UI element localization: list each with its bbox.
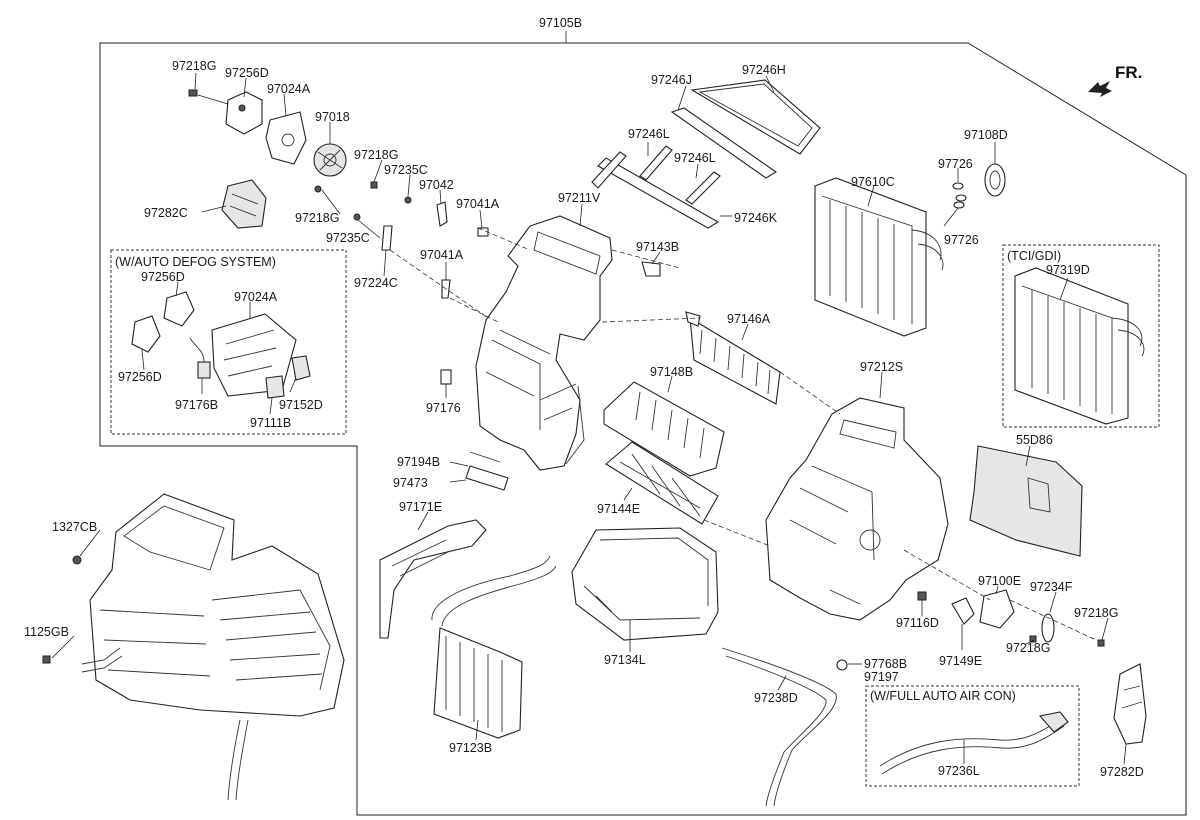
full-auto-group-box — [865, 685, 1080, 787]
part-label: 97149E — [939, 654, 982, 668]
vent-actuator-part — [221, 179, 267, 229]
drain-hose-part — [721, 647, 837, 807]
part-label: 97024A — [267, 82, 311, 96]
part-label: 97319D — [1046, 263, 1090, 277]
aspirator-hose-part — [836, 659, 1069, 775]
part-label: 97246K — [734, 211, 778, 225]
tci-gdi-group-title: (TCI/GDI) — [1007, 249, 1061, 263]
part-label: 97246L — [628, 127, 670, 141]
part-label: 97218G — [172, 59, 216, 73]
part-label: 97235C — [384, 163, 428, 177]
part-label: 97100E — [978, 574, 1021, 588]
center-brackets — [641, 261, 701, 327]
part-label: 55D86 — [1016, 433, 1053, 447]
part-label: 97111B — [250, 416, 291, 430]
part-label: 1125GB — [24, 625, 69, 639]
part-label: 97246H — [742, 63, 786, 77]
assembly-number-label: 97105B — [539, 16, 582, 30]
auto-defog-group-title: (W/AUTO DEFOG SYSTEM) — [115, 255, 276, 269]
part-label: 97256D — [118, 370, 162, 384]
part-label: 97171E — [399, 500, 442, 514]
part-label: 97123B — [449, 741, 492, 755]
evaporator-core-part — [814, 177, 944, 337]
part-label: 1327CB — [52, 520, 97, 534]
part-label: 97176 — [426, 401, 461, 415]
part-label: 97256D — [225, 66, 269, 80]
assembly-frame — [99, 42, 1187, 816]
part-label: 97146A — [727, 312, 771, 326]
part-label: 97218G — [1006, 641, 1050, 655]
front-arrow-icon — [1088, 81, 1112, 97]
part-label: 97134L — [604, 653, 646, 667]
part-label: 97282C — [144, 206, 188, 220]
part-label: 97610C — [851, 175, 895, 189]
part-label: 97176B — [175, 398, 218, 412]
part-label: 97218G — [1074, 606, 1118, 620]
heater-core-part — [431, 555, 557, 739]
part-label: 97234F — [1030, 580, 1073, 594]
assembly-guide-lines — [389, 227, 1097, 641]
part-label: 97238D — [754, 691, 798, 705]
part-label: 97473 — [393, 476, 428, 490]
part-label: 97246J — [651, 73, 692, 87]
part-label: 97212S — [860, 360, 903, 374]
right-cover-part — [1113, 663, 1147, 745]
link-rod-parts — [381, 201, 489, 299]
side-duct-part — [379, 519, 487, 639]
part-label: 97282D — [1100, 765, 1144, 779]
part-label: 97143B — [636, 240, 679, 254]
part-label: 97194B — [397, 455, 440, 469]
cam-gear-part — [313, 143, 347, 177]
part-label: 97218G — [295, 211, 339, 225]
actuator-lever-part — [265, 111, 307, 165]
heater-case-right-part — [765, 397, 949, 621]
part-label: 97726 — [944, 233, 979, 247]
drain-pan-part — [571, 527, 719, 641]
part-label: 97041A — [420, 248, 464, 262]
part-labels: 97218G 97256D 97024A 97018 97218G 97235C… — [24, 59, 1144, 779]
cabin-filter-frame-part — [690, 79, 821, 155]
front-direction-indicator: FR. — [1088, 63, 1142, 97]
part-label: 97144E — [597, 502, 640, 516]
part-label: 97256D — [141, 270, 185, 284]
full-auto-group-title: (W/FULL AUTO AIR CON) — [870, 689, 1016, 703]
part-label: 97246L — [674, 151, 716, 165]
insulator-pad-part — [969, 445, 1083, 557]
tci-gdi-group-box — [1002, 244, 1160, 428]
mode-door-part — [603, 381, 725, 477]
part-label: 97018 — [315, 110, 350, 124]
heater-case-left-part — [475, 215, 613, 471]
part-label: 97152D — [279, 398, 323, 412]
part-label: 97042 — [419, 178, 454, 192]
part-label: 97041A — [456, 197, 500, 211]
part-label: 97211V — [558, 191, 601, 205]
part-label: 97024A — [234, 290, 278, 304]
auto-defog-group-box — [110, 249, 347, 435]
temperature-door-part — [689, 316, 781, 405]
tci-evaporator-part — [1014, 267, 1145, 425]
part-label: 97108D — [964, 128, 1008, 142]
part-label: 97726 — [938, 157, 973, 171]
front-orientation-label: FR. — [1115, 63, 1142, 82]
part-label: 97224C — [354, 276, 398, 290]
part-label: 97768B — [864, 657, 907, 671]
part-label: 97235C — [326, 231, 370, 245]
part-label: 97236L — [938, 764, 980, 778]
evaporator-pipe-seals — [952, 163, 1006, 209]
mode-actuator-part — [188, 89, 263, 135]
air-mix-door-part — [605, 441, 719, 525]
leader-lines — [51, 72, 1127, 765]
part-label: 97116D — [896, 616, 939, 630]
hvac-assembly-illustration — [42, 493, 345, 801]
part-label: 97197 — [864, 670, 899, 684]
mode-door-small-parts — [440, 369, 509, 491]
part-label: 97148B — [650, 365, 693, 379]
defog-actuator-parts — [131, 291, 311, 399]
part-label: 97218G — [354, 148, 398, 162]
filter-cover-strips — [591, 107, 778, 229]
